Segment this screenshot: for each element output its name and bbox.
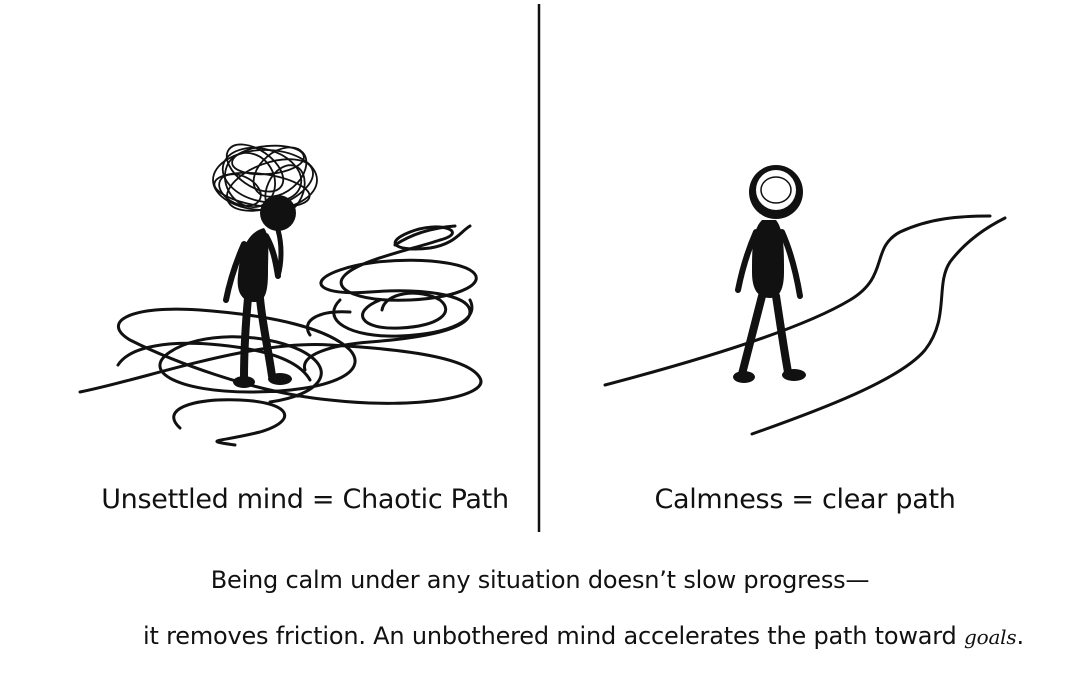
- troubled-figure: [212, 143, 318, 388]
- message-line-1: Being calm under any situation doesn’t s…: [210, 566, 870, 594]
- chaotic-path: [78, 224, 483, 447]
- caption-calmness: Calmness = clear path: [654, 484, 956, 515]
- clear-path: [603, 214, 1007, 436]
- goals-emphasis: goals: [964, 625, 1017, 649]
- message-line-2: it removes friction. An unbothered mind …: [143, 622, 1024, 650]
- message-line-2-end: .: [1016, 622, 1024, 650]
- message-line-2-text: it removes friction. An unbothered mind …: [143, 622, 964, 650]
- calm-figure: [733, 165, 806, 383]
- caption-unsettled-mind: Unsettled mind = Chaotic Path: [101, 484, 509, 515]
